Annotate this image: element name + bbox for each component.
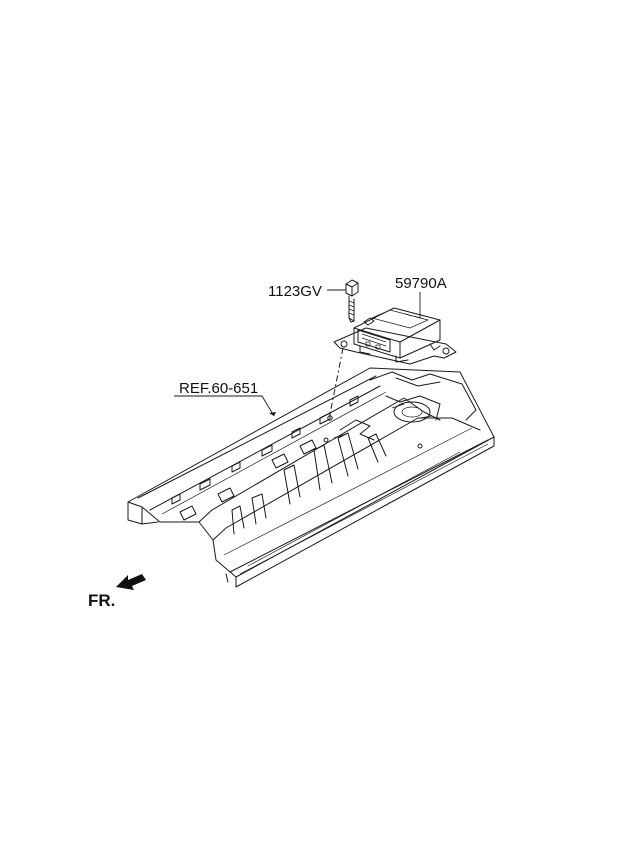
airbag-control-module-icon <box>333 307 457 365</box>
reference-label: REF.60-651 <box>179 380 258 397</box>
assembly-line <box>329 347 344 415</box>
bolt-icon <box>345 279 359 323</box>
front-direction-label: FR. <box>88 591 115 610</box>
leader-lines <box>174 289 421 417</box>
module-part-label: 59790A <box>395 275 447 292</box>
floor-panel-icon <box>127 367 495 588</box>
bolt-part-label: 1123GV <box>268 283 322 300</box>
front-direction-arrow-icon <box>116 574 146 590</box>
reference-leader <box>174 395 275 417</box>
